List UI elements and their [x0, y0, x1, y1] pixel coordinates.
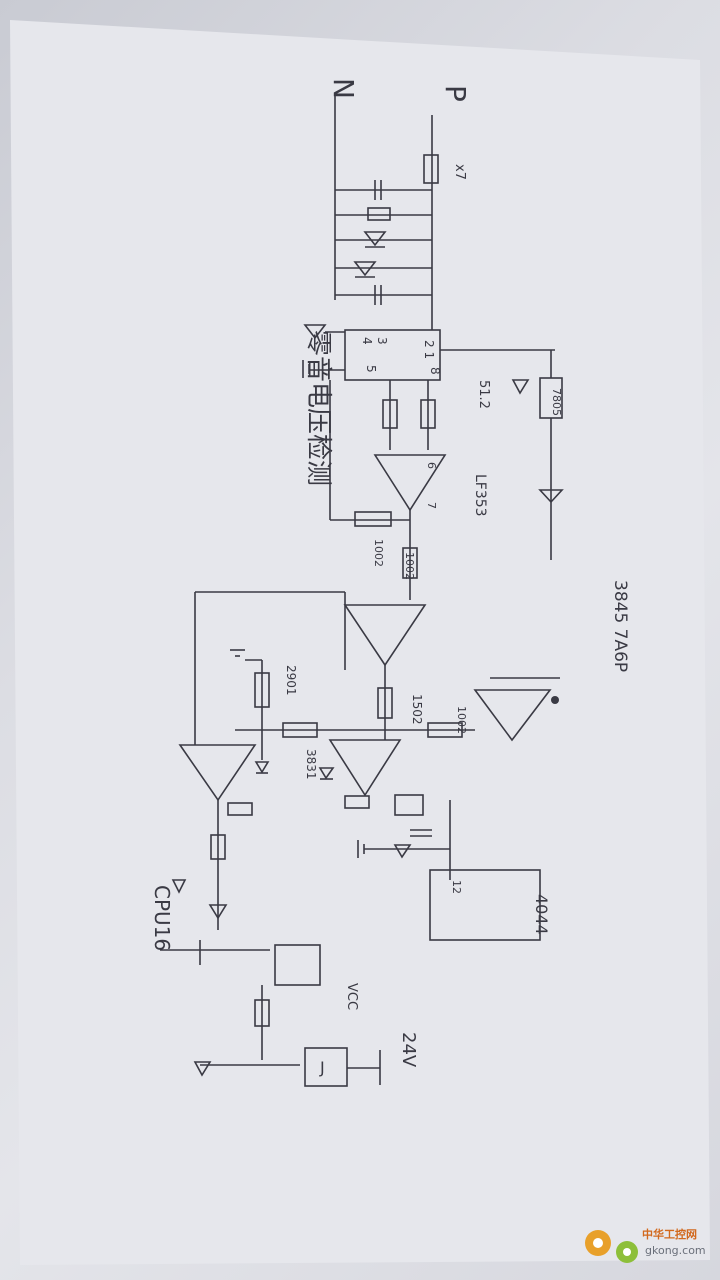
pin-label-4: 4: [360, 337, 374, 345]
resistor-label-51k2: 51.2: [476, 380, 491, 409]
resistor-label-1502: 1502: [410, 694, 424, 725]
pin-label-6: 6: [425, 462, 438, 469]
comparator: [178, 744, 257, 802]
input-network: [353, 180, 391, 305]
diagram-title: 零音电压检测: [303, 330, 333, 486]
resistor-label-x7: x7: [452, 164, 467, 180]
pin-label-2-1: 2 1: [422, 340, 436, 359]
regulator-label-7805: 7805: [550, 388, 563, 416]
pin-label-7: 7: [425, 502, 438, 509]
opamp-lf353: [373, 454, 447, 512]
resistor-x7: [423, 154, 439, 184]
opamp-right: [473, 689, 552, 742]
pin-label-3: 3: [375, 337, 389, 345]
watermark-title: 中华工控网: [642, 1227, 697, 1241]
chip-4044: [429, 869, 541, 941]
resistor-label-1002c: 1002: [455, 706, 468, 734]
rail-label-P: P: [439, 85, 472, 102]
opamp-lower: [328, 739, 402, 797]
resistor-label-1002b: 1002: [403, 552, 416, 580]
rail-label-N: N: [327, 78, 360, 99]
power-rails: [334, 95, 433, 330]
relay: [304, 1047, 348, 1087]
pin-label-5: 5: [364, 365, 378, 373]
v24-label: 24V: [398, 1032, 419, 1068]
vcc-label: VCC: [344, 983, 359, 1010]
opamp-buffer: [343, 604, 427, 667]
resistor-label-3831: 3831: [304, 749, 318, 780]
chip-pin-12: 12: [450, 880, 463, 894]
resistor-label-2901: 2901: [284, 665, 298, 696]
chip-label-lf353: LF353: [472, 474, 488, 517]
paper: [10, 20, 710, 1265]
relay-label: J: [319, 1058, 325, 1077]
ground-symbols: [302, 324, 530, 395]
part-label-3845: 3845 7A6P: [610, 580, 630, 672]
resistor-label-1002a: 1002: [372, 539, 385, 567]
pin-label-8: 8: [428, 367, 442, 375]
watermark-url: gkong.com: [645, 1244, 706, 1257]
watermark-logo: [585, 1230, 638, 1263]
isolation-chip: [344, 329, 441, 381]
cpu-label: CPU16: [150, 885, 174, 951]
chip-label-4044: 4044: [532, 894, 551, 935]
